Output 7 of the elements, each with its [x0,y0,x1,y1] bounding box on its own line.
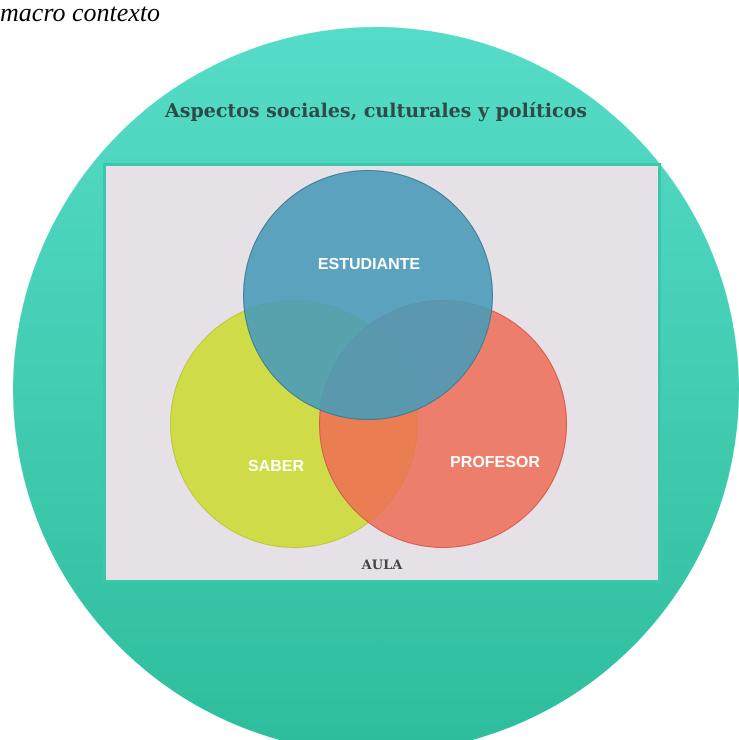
node-label: AULA [360,557,404,575]
node-label: ESTUDIANTE [316,255,422,275]
node-label: PROFESOR [449,453,541,473]
classroom-rectangle [103,163,661,583]
node-label: Aspectos sociales, culturales y políticos [164,99,588,124]
title: macro contexto [0,0,160,26]
node-label: SABER [246,457,305,477]
